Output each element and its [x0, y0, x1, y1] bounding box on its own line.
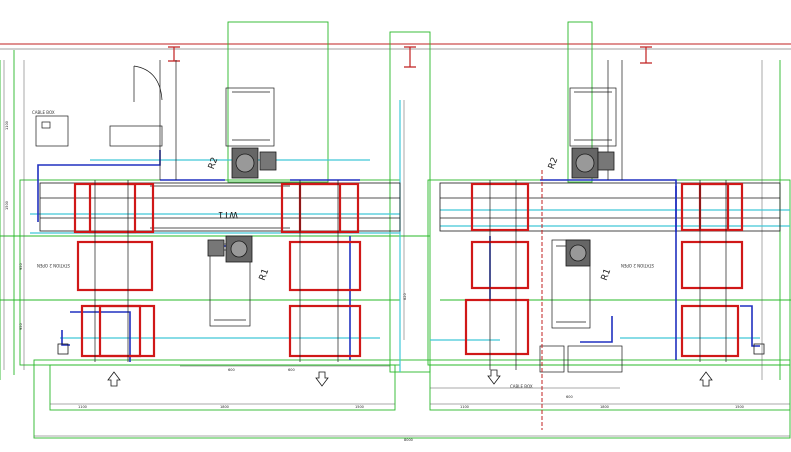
dim-total: 8000: [404, 438, 413, 442]
dim-vertical-2: 1500: [5, 201, 9, 210]
dim-mid-3: 600: [566, 395, 573, 399]
dim-right-3: 1500: [735, 405, 744, 409]
arrow-down-icon: [315, 371, 329, 387]
i-beam-icon: [404, 46, 416, 68]
pallet-frames-right: [464, 182, 744, 358]
robot-r2-right-label: R2: [547, 156, 560, 171]
dimension-lines: [3, 60, 790, 437]
arrow-down-icon: [487, 369, 501, 385]
arrow-up-icon: [107, 371, 121, 387]
robot-r1-right-icon: [565, 239, 591, 267]
station-note-left: STATION 2 OPEN: [37, 263, 70, 268]
robot-r1-left-icon: [207, 235, 253, 263]
cabinet-label-bottom: CABLE BOX: [510, 384, 533, 389]
robot-r2-left-icon: [231, 147, 277, 179]
dim-left-1: 1100: [78, 405, 87, 409]
structure-details-left: [35, 60, 339, 362]
station-note-right: STATION 2 OPEN: [621, 263, 654, 268]
pallet-frames-left: [73, 182, 362, 358]
robot-r2-right-icon: [571, 147, 615, 179]
dim-left-3: 1500: [355, 405, 364, 409]
main-conveyor-left: [39, 182, 401, 232]
cell-outline-green: [0, 21, 791, 439]
dim-vertical-5: 820: [403, 293, 407, 300]
terminal-box-left: [57, 343, 69, 355]
dim-vertical-1: 1100: [5, 121, 9, 130]
conveyor-line-label: WT1: [218, 209, 238, 219]
dim-mid-2: 600: [288, 368, 295, 372]
dim-vertical-4: 950: [19, 323, 23, 330]
terminal-box-right: [753, 343, 765, 355]
cabinet-label-left: CABLE BOX: [32, 110, 55, 115]
conveyor-blue-right: [489, 179, 760, 360]
robot-r2-left-label: R2: [207, 156, 220, 171]
i-beam-icon: [168, 46, 180, 62]
dim-mid-1: 600: [228, 368, 235, 372]
i-beam-icon: [640, 46, 652, 64]
main-conveyor-right: [439, 182, 781, 232]
robot-r1-left-label: R1: [258, 267, 271, 282]
dim-right-2: 1800: [600, 405, 609, 409]
dim-left-2: 1800: [220, 405, 229, 409]
structure-details-right: [489, 60, 727, 373]
dim-vertical-3: 950: [19, 263, 23, 270]
dim-right-1: 1100: [460, 405, 469, 409]
arrow-up-icon: [699, 371, 713, 387]
robot-r1-right-label: R1: [600, 267, 613, 282]
